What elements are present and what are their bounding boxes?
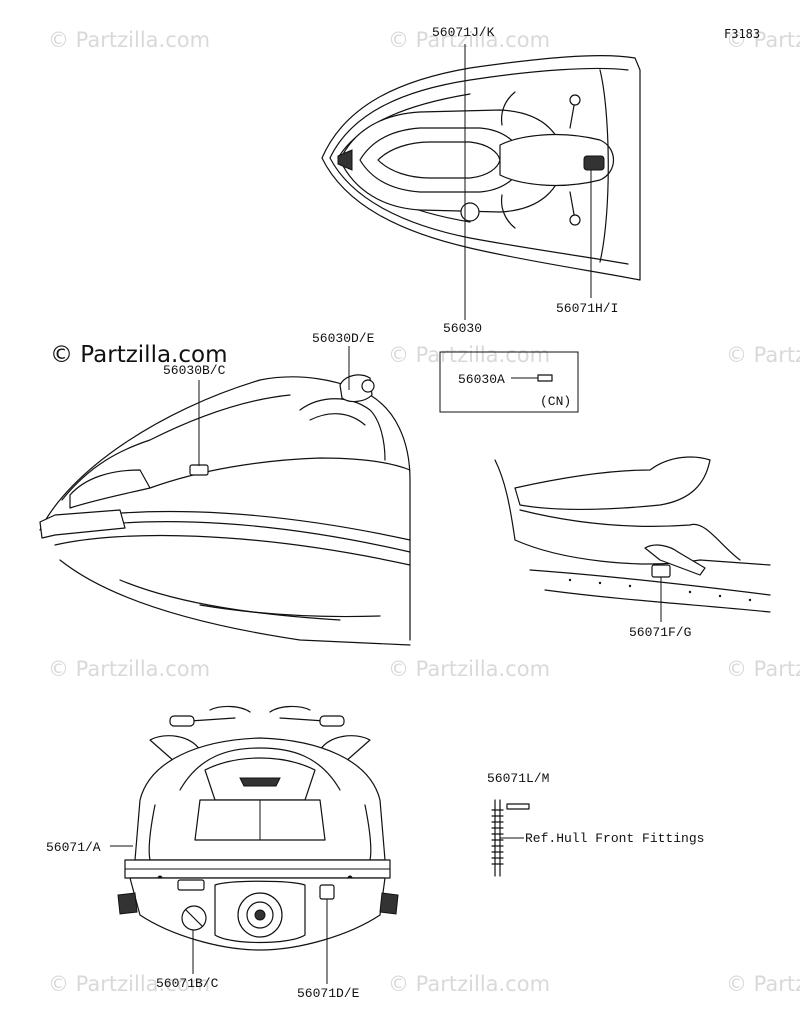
label-rear-bottom-left: 56071B/C: [156, 976, 219, 991]
watermark: © Partzilla.com: [48, 972, 210, 996]
label-side-handle: 56030D/E: [312, 331, 375, 346]
label-top-right: 56071H/I: [556, 301, 618, 316]
label-fitting-ref: Ref.Hull Front Fittings: [525, 831, 704, 846]
top-view-drawing: [321, 55, 641, 281]
label-rear-bottom-right: 56071D/E: [297, 986, 360, 1001]
watermark: © Partzilla.com: [726, 657, 800, 681]
inset-box: 56030A (CN): [439, 351, 579, 413]
watermark: © Partzilla.com: [388, 657, 550, 681]
watermark: © Partzilla.com: [48, 657, 210, 681]
hull-fitting-drawing: [491, 799, 530, 877]
figure-code: F3183: [724, 27, 760, 41]
label-fitting-part: 56071L/M: [487, 771, 549, 786]
watermarks: © Partzilla.com © Partzilla.com © Partzi…: [48, 28, 800, 996]
label-inset-region: (CN): [540, 394, 571, 409]
watermark: © Partzilla.com: [388, 28, 550, 52]
front-side-view-drawing: [39, 374, 411, 646]
label-rear-side: 56071F/G: [629, 625, 691, 640]
rear-side-view-drawing: [494, 456, 771, 613]
watermark: © Partzilla.com: [48, 28, 210, 52]
watermark: © Partzilla.com: [726, 972, 800, 996]
watermark: © Partzilla.com: [726, 28, 800, 52]
label-rear-left: 56071/A: [46, 840, 101, 855]
watermark: © Partzilla.com: [388, 972, 550, 996]
label-top-center: 56030: [443, 321, 482, 336]
label-inset-part: 56030A: [458, 372, 505, 387]
watermark-main: © Partzilla.com: [50, 342, 228, 368]
label-side-hood: 56030B/C: [163, 363, 226, 378]
watermark: © Partzilla.com: [726, 343, 800, 367]
rivet-dots: [568, 578, 752, 602]
watermark: © Partzilla.com: [388, 343, 550, 367]
label-top-front: 56071J/K: [432, 25, 495, 40]
rear-view-drawing: [117, 705, 399, 951]
